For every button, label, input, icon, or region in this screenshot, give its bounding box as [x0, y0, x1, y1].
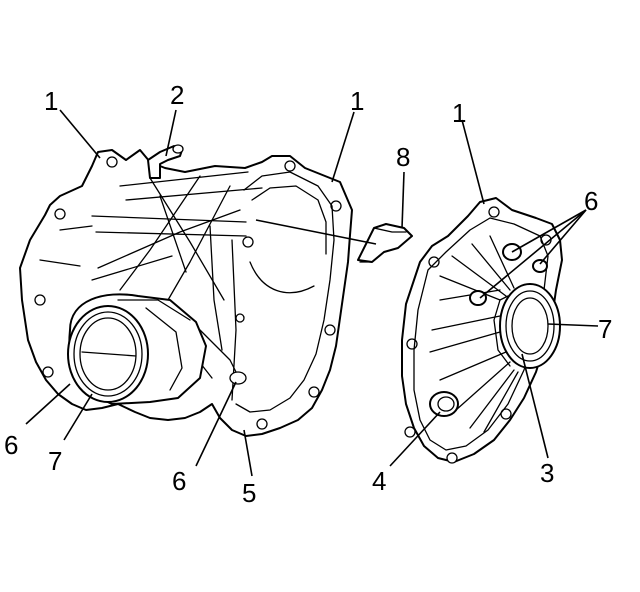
callout-6-case-left: 6: [4, 430, 18, 460]
callout-6-cover-dowels: 6: [584, 186, 598, 216]
callout-labels: 1 2 1 1 8 6 7 3 4 6 7 6 5: [4, 80, 612, 508]
callout-2-vent-tube: 2: [170, 80, 184, 110]
callout-3-bearing: 3: [540, 458, 554, 488]
callout-7-case-seal: 7: [48, 446, 62, 476]
callout-8-clip: 8: [396, 142, 410, 172]
callout-7-cover-seal: 7: [598, 314, 612, 344]
callout-1-rear-case: 1: [350, 86, 364, 116]
vent-tube: [147, 144, 184, 179]
callout-1-left-case: 1: [44, 86, 58, 116]
callout-5-flange: 5: [242, 478, 256, 508]
callout-leaders: [25, 109, 599, 477]
callout-1-cover: 1: [452, 98, 466, 128]
callout-4-boss: 4: [372, 466, 386, 496]
callout-6-case-center: 6: [172, 466, 186, 496]
front-case-half: [19, 144, 353, 437]
clip: [357, 223, 413, 263]
